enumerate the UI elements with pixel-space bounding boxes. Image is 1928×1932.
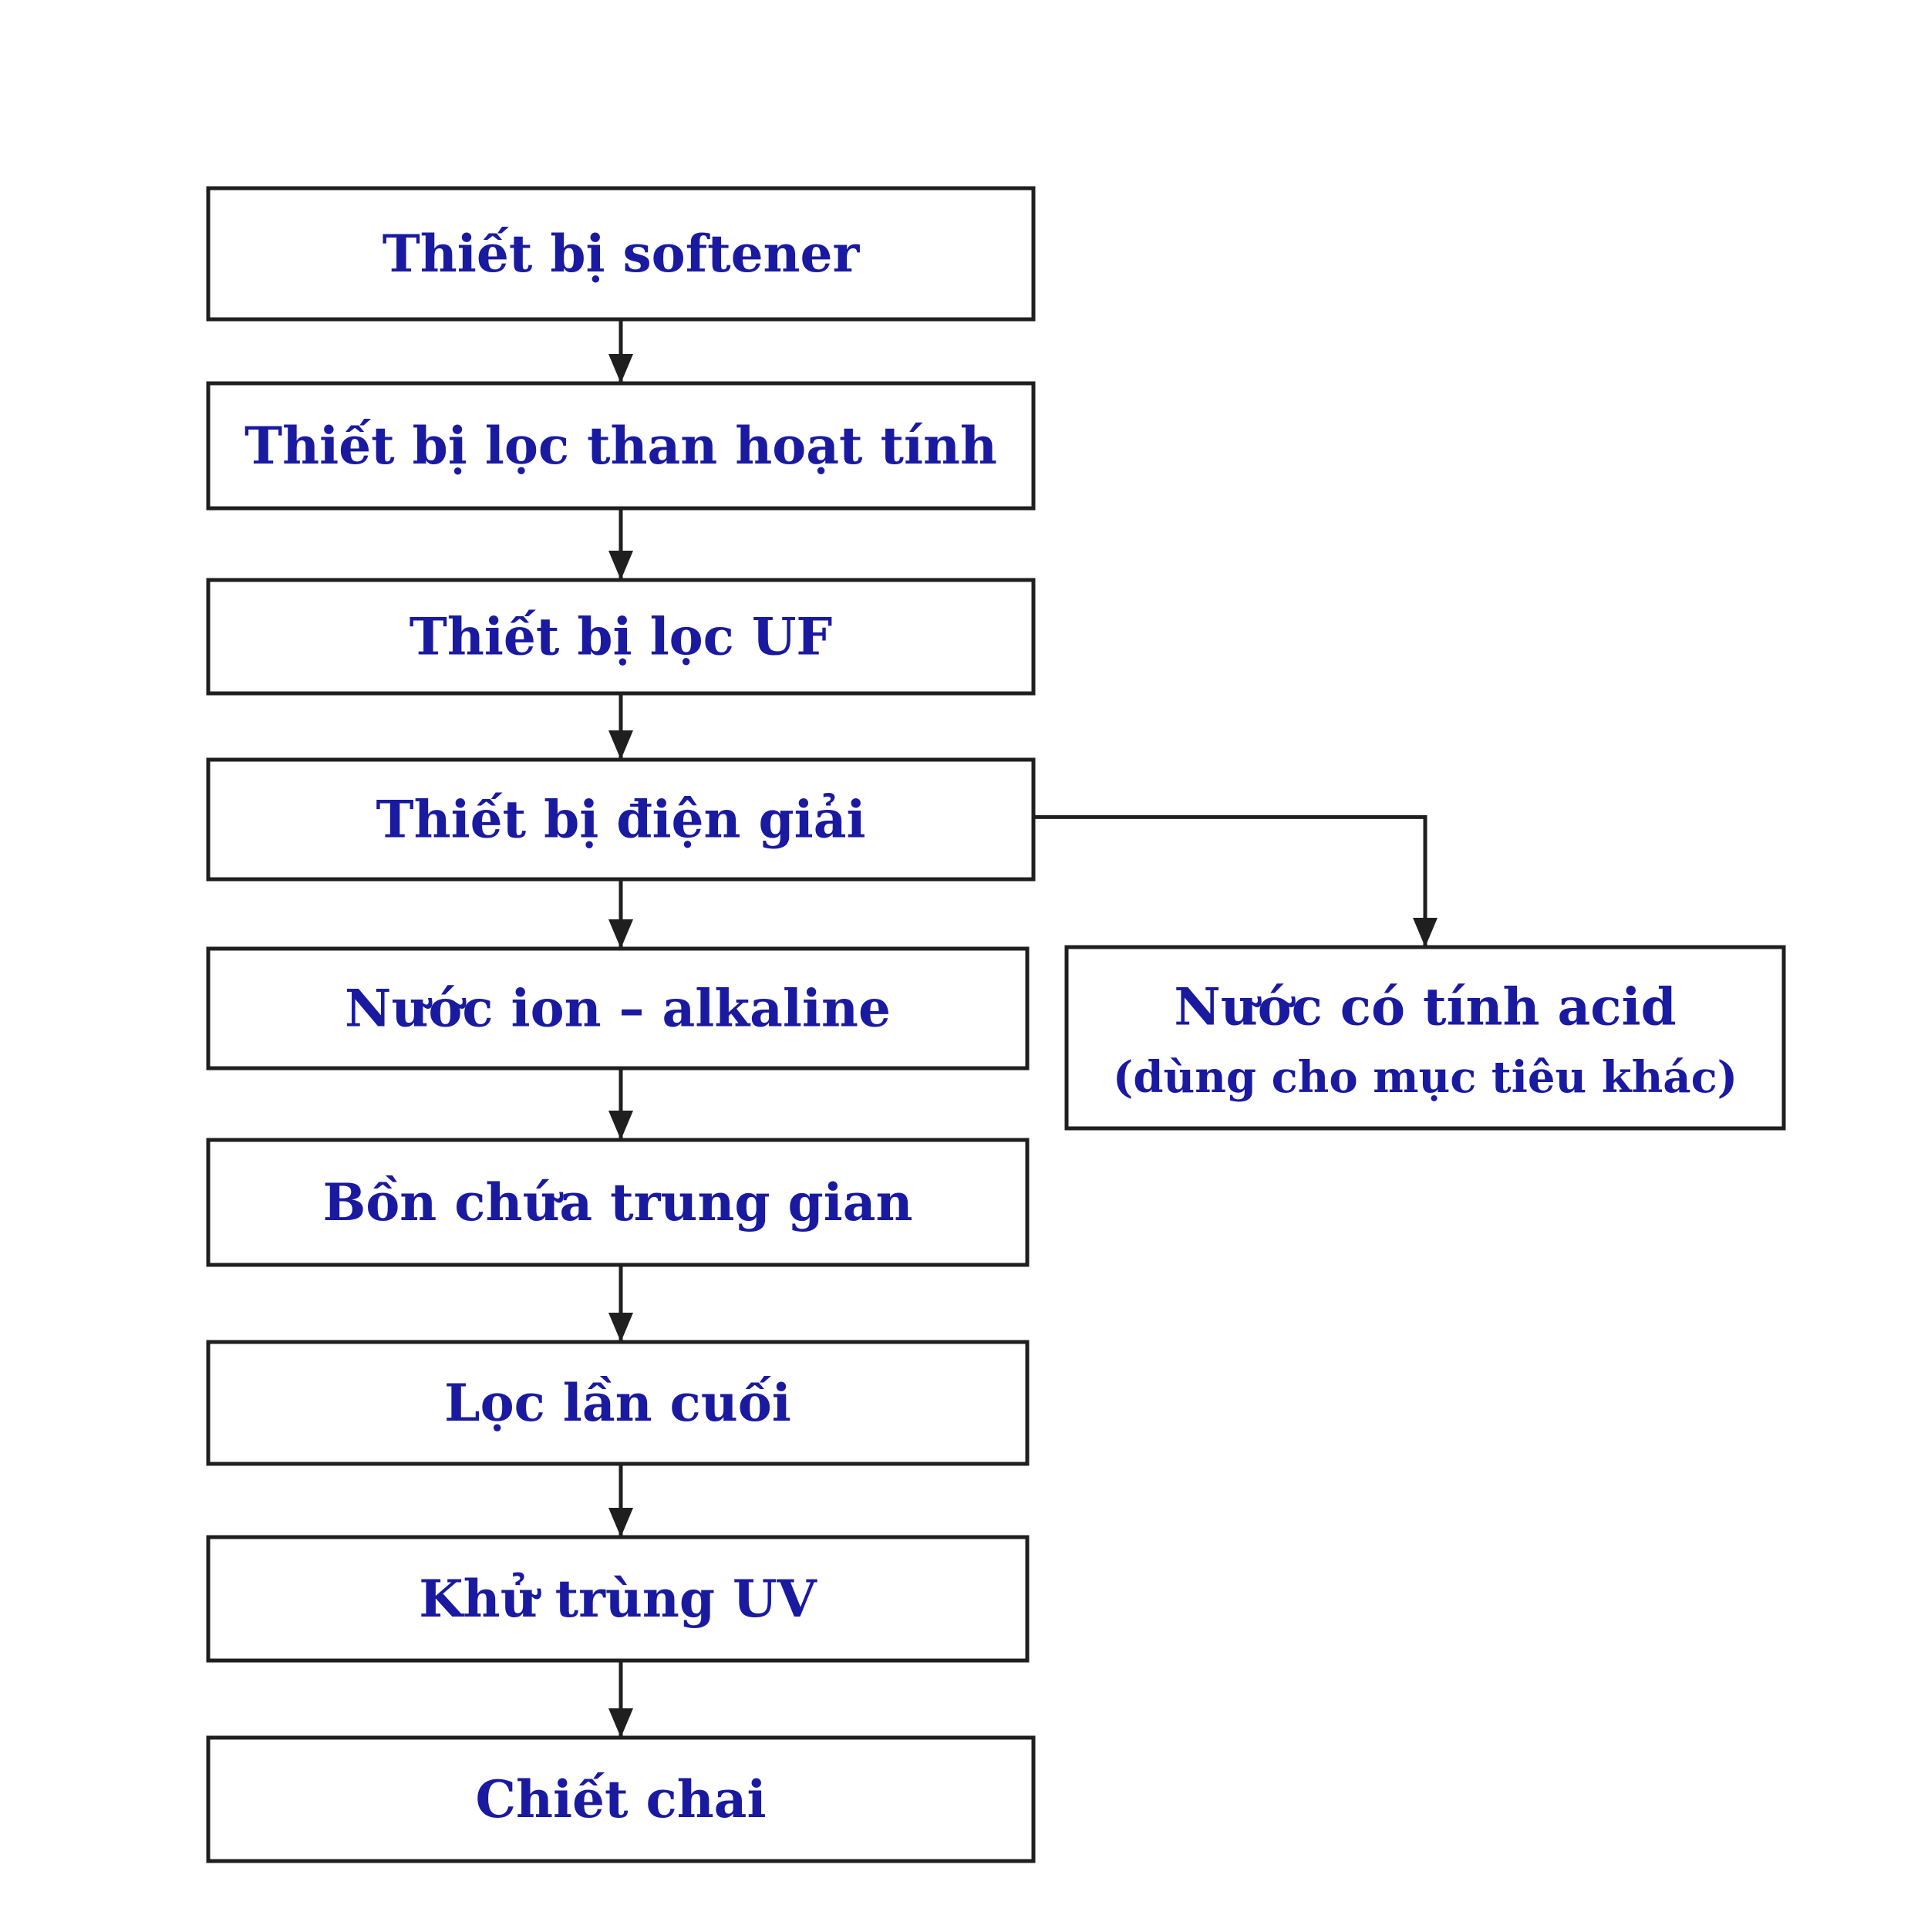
node-label-uv-sterilization: Khử trùng UV [419, 1569, 817, 1629]
node-box-alkaline-water [206, 946, 1030, 1071]
node-final-filter: Lọc lần cuối [206, 1340, 1030, 1466]
node-box-uf-filter [206, 578, 1036, 696]
node-sublabel-acidic-water: (dùng cho mục tiêu khác) [1113, 1052, 1738, 1103]
node-softener: Thiết bị softener [206, 186, 1036, 322]
node-uv-sterilization: Khử trùng UV [206, 1535, 1030, 1663]
node-bottling: Chiết chai [206, 1735, 1036, 1863]
node-box-acidic-water [1064, 945, 1786, 1131]
node-label-carbon-filter: Thiết bị lọc than hoạt tính [244, 416, 997, 476]
node-label-final-filter: Lọc lần cuối [444, 1373, 791, 1433]
node-box-final-filter [206, 1340, 1030, 1466]
node-label-uf-filter: Thiết bị lọc UF [410, 607, 833, 667]
node-box-softener [206, 186, 1036, 322]
node-label-softener: Thiết bị softener [383, 224, 861, 284]
node-carbon-filter: Thiết bị lọc than hoạt tính [206, 381, 1036, 511]
node-alkaline-water: Nước ion – alkaline [206, 946, 1030, 1071]
node-label-electrolysis: Thiết bị điện giải [376, 790, 865, 850]
node-acidic-water: Nước có tính acid (dùng cho mục tiêu khác… [1064, 945, 1786, 1131]
node-box-bottling [206, 1735, 1036, 1863]
node-label-alkaline-water: Nước ion – alkaline [345, 979, 891, 1039]
node-electrolysis: Thiết bị điện giải [206, 757, 1036, 882]
node-box-intermediate-tank [206, 1138, 1030, 1267]
edges-layer [608, 319, 1438, 1738]
edge-electrolysis-to-acidic-water [1033, 814, 1438, 947]
node-box-electrolysis [206, 757, 1036, 882]
node-intermediate-tank: Bồn chứa trung gian [206, 1138, 1030, 1267]
node-box-carbon-filter [206, 381, 1036, 511]
node-box-uv-sterilization [206, 1535, 1030, 1663]
node-label-bottling: Chiết chai [475, 1769, 766, 1829]
node-label-intermediate-tank: Bồn chứa trung gian [323, 1172, 913, 1232]
node-label-acidic-water: Nước có tính acid [1174, 977, 1676, 1037]
node-uf-filter: Thiết bị lọc UF [206, 578, 1036, 696]
